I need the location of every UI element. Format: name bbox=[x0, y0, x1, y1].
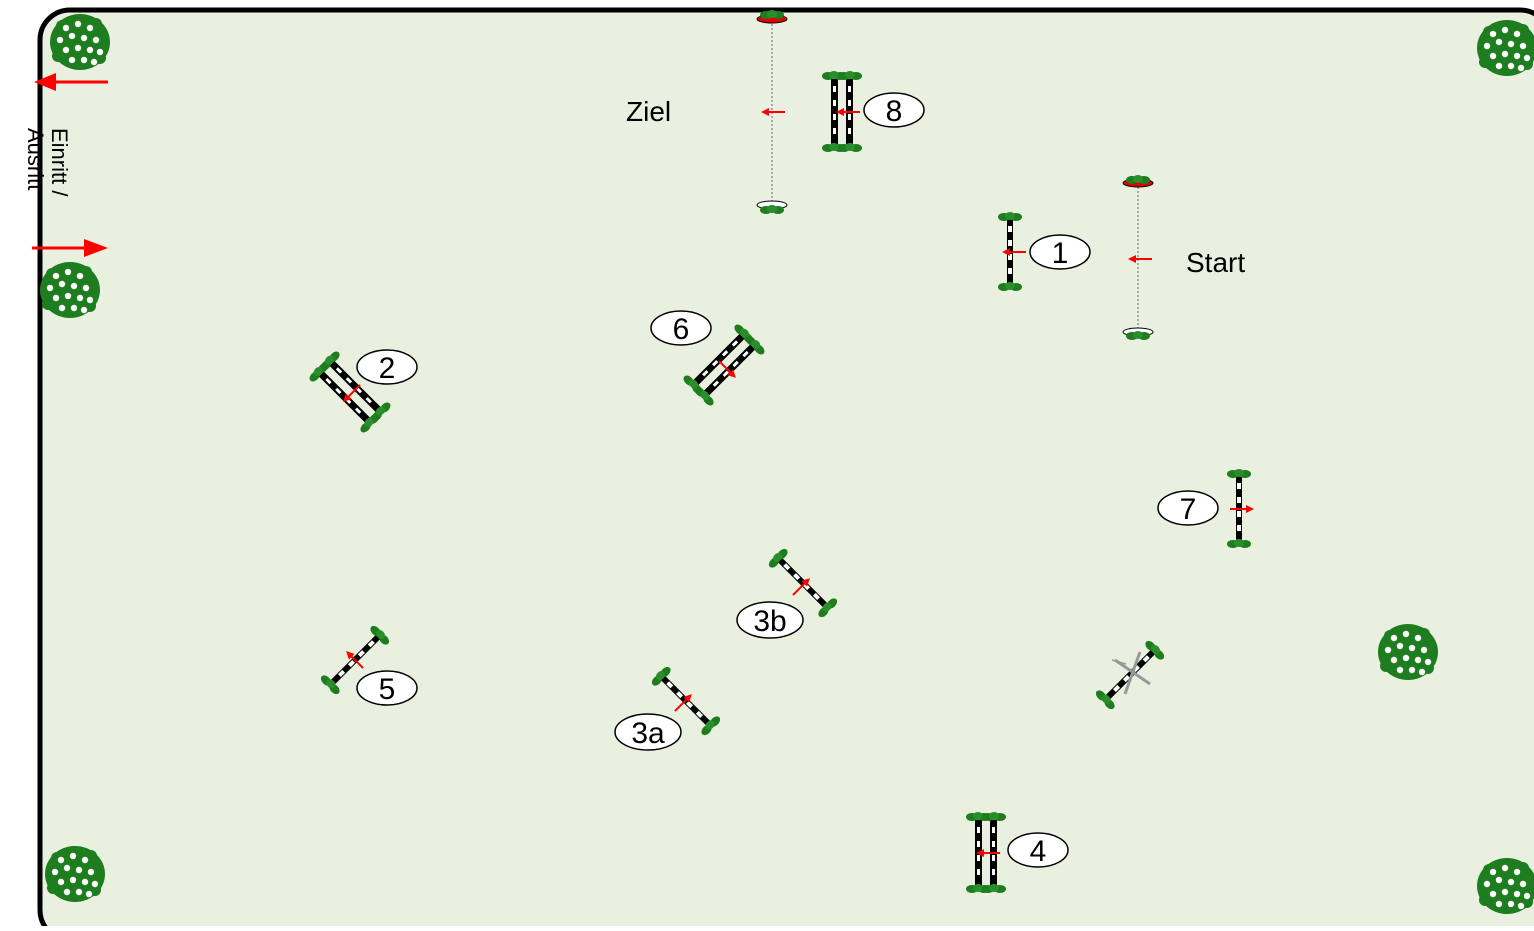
finish-line bbox=[756, 10, 788, 214]
svg-text:7: 7 bbox=[1180, 493, 1197, 526]
crossed-out-jump bbox=[1094, 638, 1167, 711]
start-label: Start bbox=[1186, 247, 1245, 278]
entry-arrow-icon bbox=[32, 239, 108, 257]
svg-text:1: 1 bbox=[1052, 237, 1069, 270]
bush-icon bbox=[40, 262, 100, 318]
number-badge: 2 bbox=[356, 349, 418, 385]
arena bbox=[37, 7, 1534, 931]
bush-icon bbox=[45, 846, 105, 902]
number-badge: 8 bbox=[863, 92, 925, 128]
svg-text:3a: 3a bbox=[631, 717, 665, 750]
number-badge: 3a bbox=[614, 713, 682, 751]
exit-arrow-icon bbox=[34, 73, 108, 91]
svg-text:3b: 3b bbox=[753, 605, 786, 638]
number-badge: 1 bbox=[1029, 234, 1091, 270]
svg-text:8: 8 bbox=[886, 95, 903, 128]
entry-exit-label: Ausritt bbox=[23, 128, 48, 190]
svg-text:5: 5 bbox=[379, 673, 396, 706]
svg-text:6: 6 bbox=[673, 313, 690, 346]
svg-text:4: 4 bbox=[1030, 835, 1047, 868]
number-badge: 7 bbox=[1157, 490, 1219, 526]
bush-icon bbox=[50, 14, 110, 70]
number-badge: 4 bbox=[1007, 832, 1069, 868]
bush-icon bbox=[1477, 858, 1534, 914]
finish-label: Ziel bbox=[626, 96, 671, 127]
number-badge: 5 bbox=[356, 670, 418, 706]
bush-icon bbox=[1378, 624, 1438, 680]
number-badge: 3b bbox=[736, 601, 804, 639]
bush-icon bbox=[1477, 20, 1534, 76]
start-line bbox=[1122, 175, 1154, 340]
number-badge: 6 bbox=[650, 310, 712, 346]
entry-exit-label: Einritt / bbox=[47, 128, 72, 197]
svg-text:2: 2 bbox=[379, 352, 396, 385]
